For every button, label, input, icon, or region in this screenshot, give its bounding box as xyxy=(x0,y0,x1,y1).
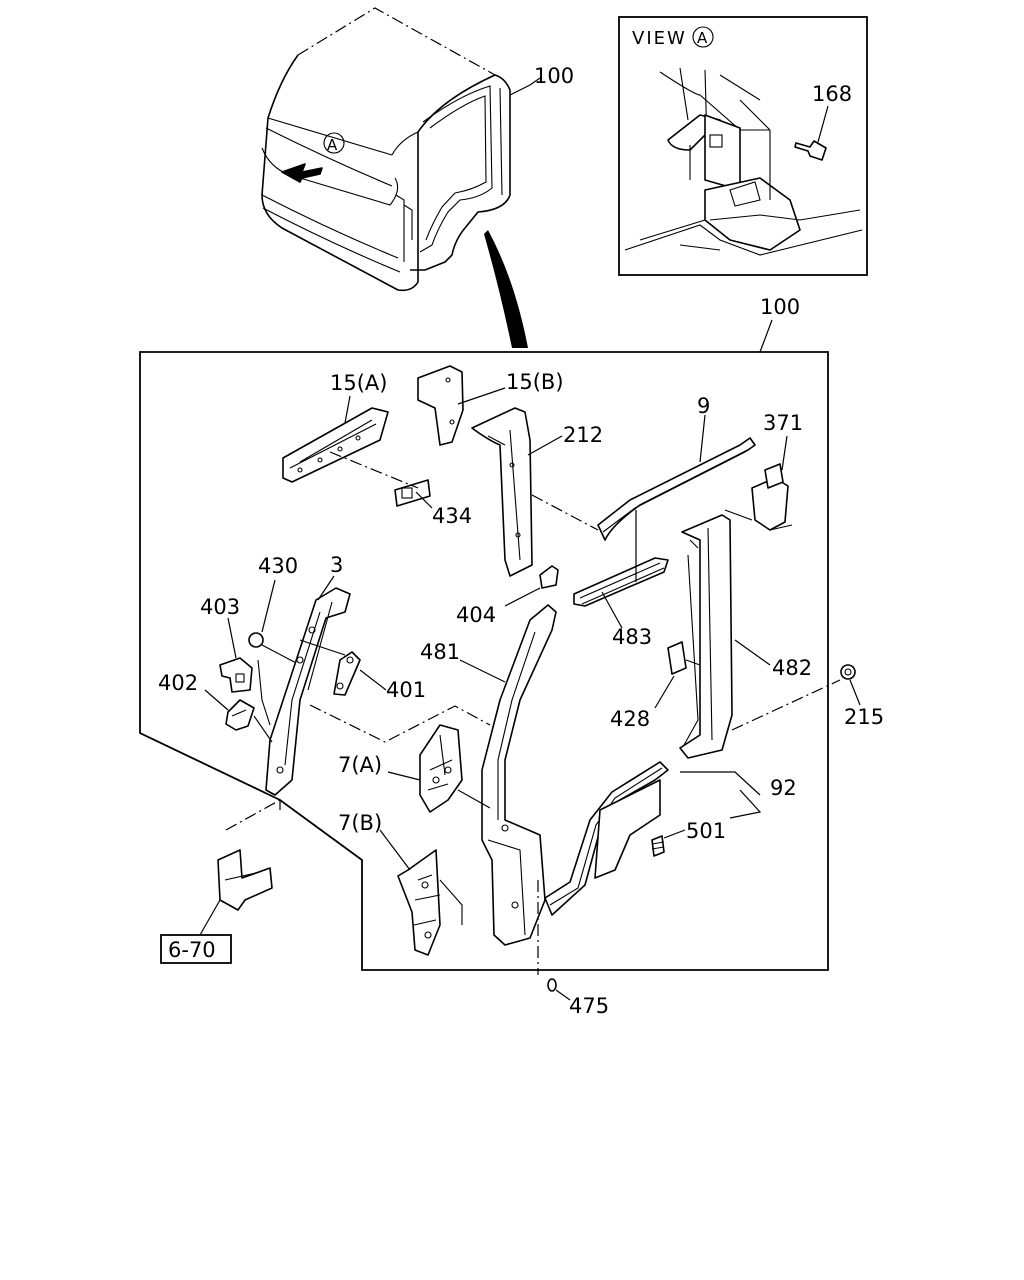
label-481: 481 xyxy=(420,640,460,664)
part-475 xyxy=(537,880,571,1001)
part-215 xyxy=(840,664,861,706)
label-482: 482 xyxy=(772,656,812,680)
label-6-70: 6-70 xyxy=(168,938,216,962)
part-434 xyxy=(329,451,433,509)
view-title-letter: A xyxy=(697,29,708,47)
part-7a xyxy=(387,724,491,813)
view-title: VIEW xyxy=(632,28,687,49)
label-403: 403 xyxy=(200,595,240,619)
label-501: 501 xyxy=(686,819,726,843)
part-371 xyxy=(724,435,793,531)
label-3: 3 xyxy=(330,553,343,577)
label-cab-view-letter: A xyxy=(327,136,338,154)
part-482 xyxy=(679,514,841,759)
part-92 xyxy=(544,761,762,916)
label-15b: 15(B) xyxy=(506,370,564,394)
part-212 xyxy=(471,407,563,577)
label-frame-100: 100 xyxy=(760,295,800,319)
label-168: 168 xyxy=(812,82,852,106)
cab-overview xyxy=(261,7,541,348)
part-15a xyxy=(282,395,389,483)
label-7a: 7(A) xyxy=(338,753,382,777)
label-434: 434 xyxy=(432,504,472,528)
part-9 xyxy=(531,414,756,541)
ref-box-6-70 xyxy=(160,934,232,964)
part-401 xyxy=(299,639,387,696)
label-371: 371 xyxy=(763,411,803,435)
part-402 xyxy=(204,689,273,743)
label-92: 92 xyxy=(770,776,797,800)
part-3 xyxy=(265,575,351,810)
part-501 xyxy=(651,829,686,857)
label-483: 483 xyxy=(612,625,652,649)
exploded-frame xyxy=(139,351,829,971)
label-404: 404 xyxy=(456,603,496,627)
label-cab-100: 100 xyxy=(534,64,574,88)
part-7b xyxy=(379,829,463,956)
part-15b xyxy=(417,365,506,446)
label-215: 215 xyxy=(844,705,884,729)
label-475: 475 xyxy=(569,994,609,1018)
part-428 xyxy=(654,641,701,709)
label-15a: 15(A) xyxy=(330,371,387,395)
part-483 xyxy=(573,510,669,629)
part-404 xyxy=(504,565,559,607)
label-212: 212 xyxy=(563,423,603,447)
label-9: 9 xyxy=(697,394,710,418)
label-401: 401 xyxy=(386,678,426,702)
part-6-70 xyxy=(160,799,281,964)
label-430: 430 xyxy=(258,554,298,578)
part-403 xyxy=(219,617,271,726)
label-7b: 7(B) xyxy=(338,811,382,835)
view-a-inset: VIEW A xyxy=(618,16,868,276)
label-428: 428 xyxy=(610,707,650,731)
part-430 xyxy=(248,579,301,666)
leader-frame-100 xyxy=(759,319,773,353)
label-402: 402 xyxy=(158,671,198,695)
